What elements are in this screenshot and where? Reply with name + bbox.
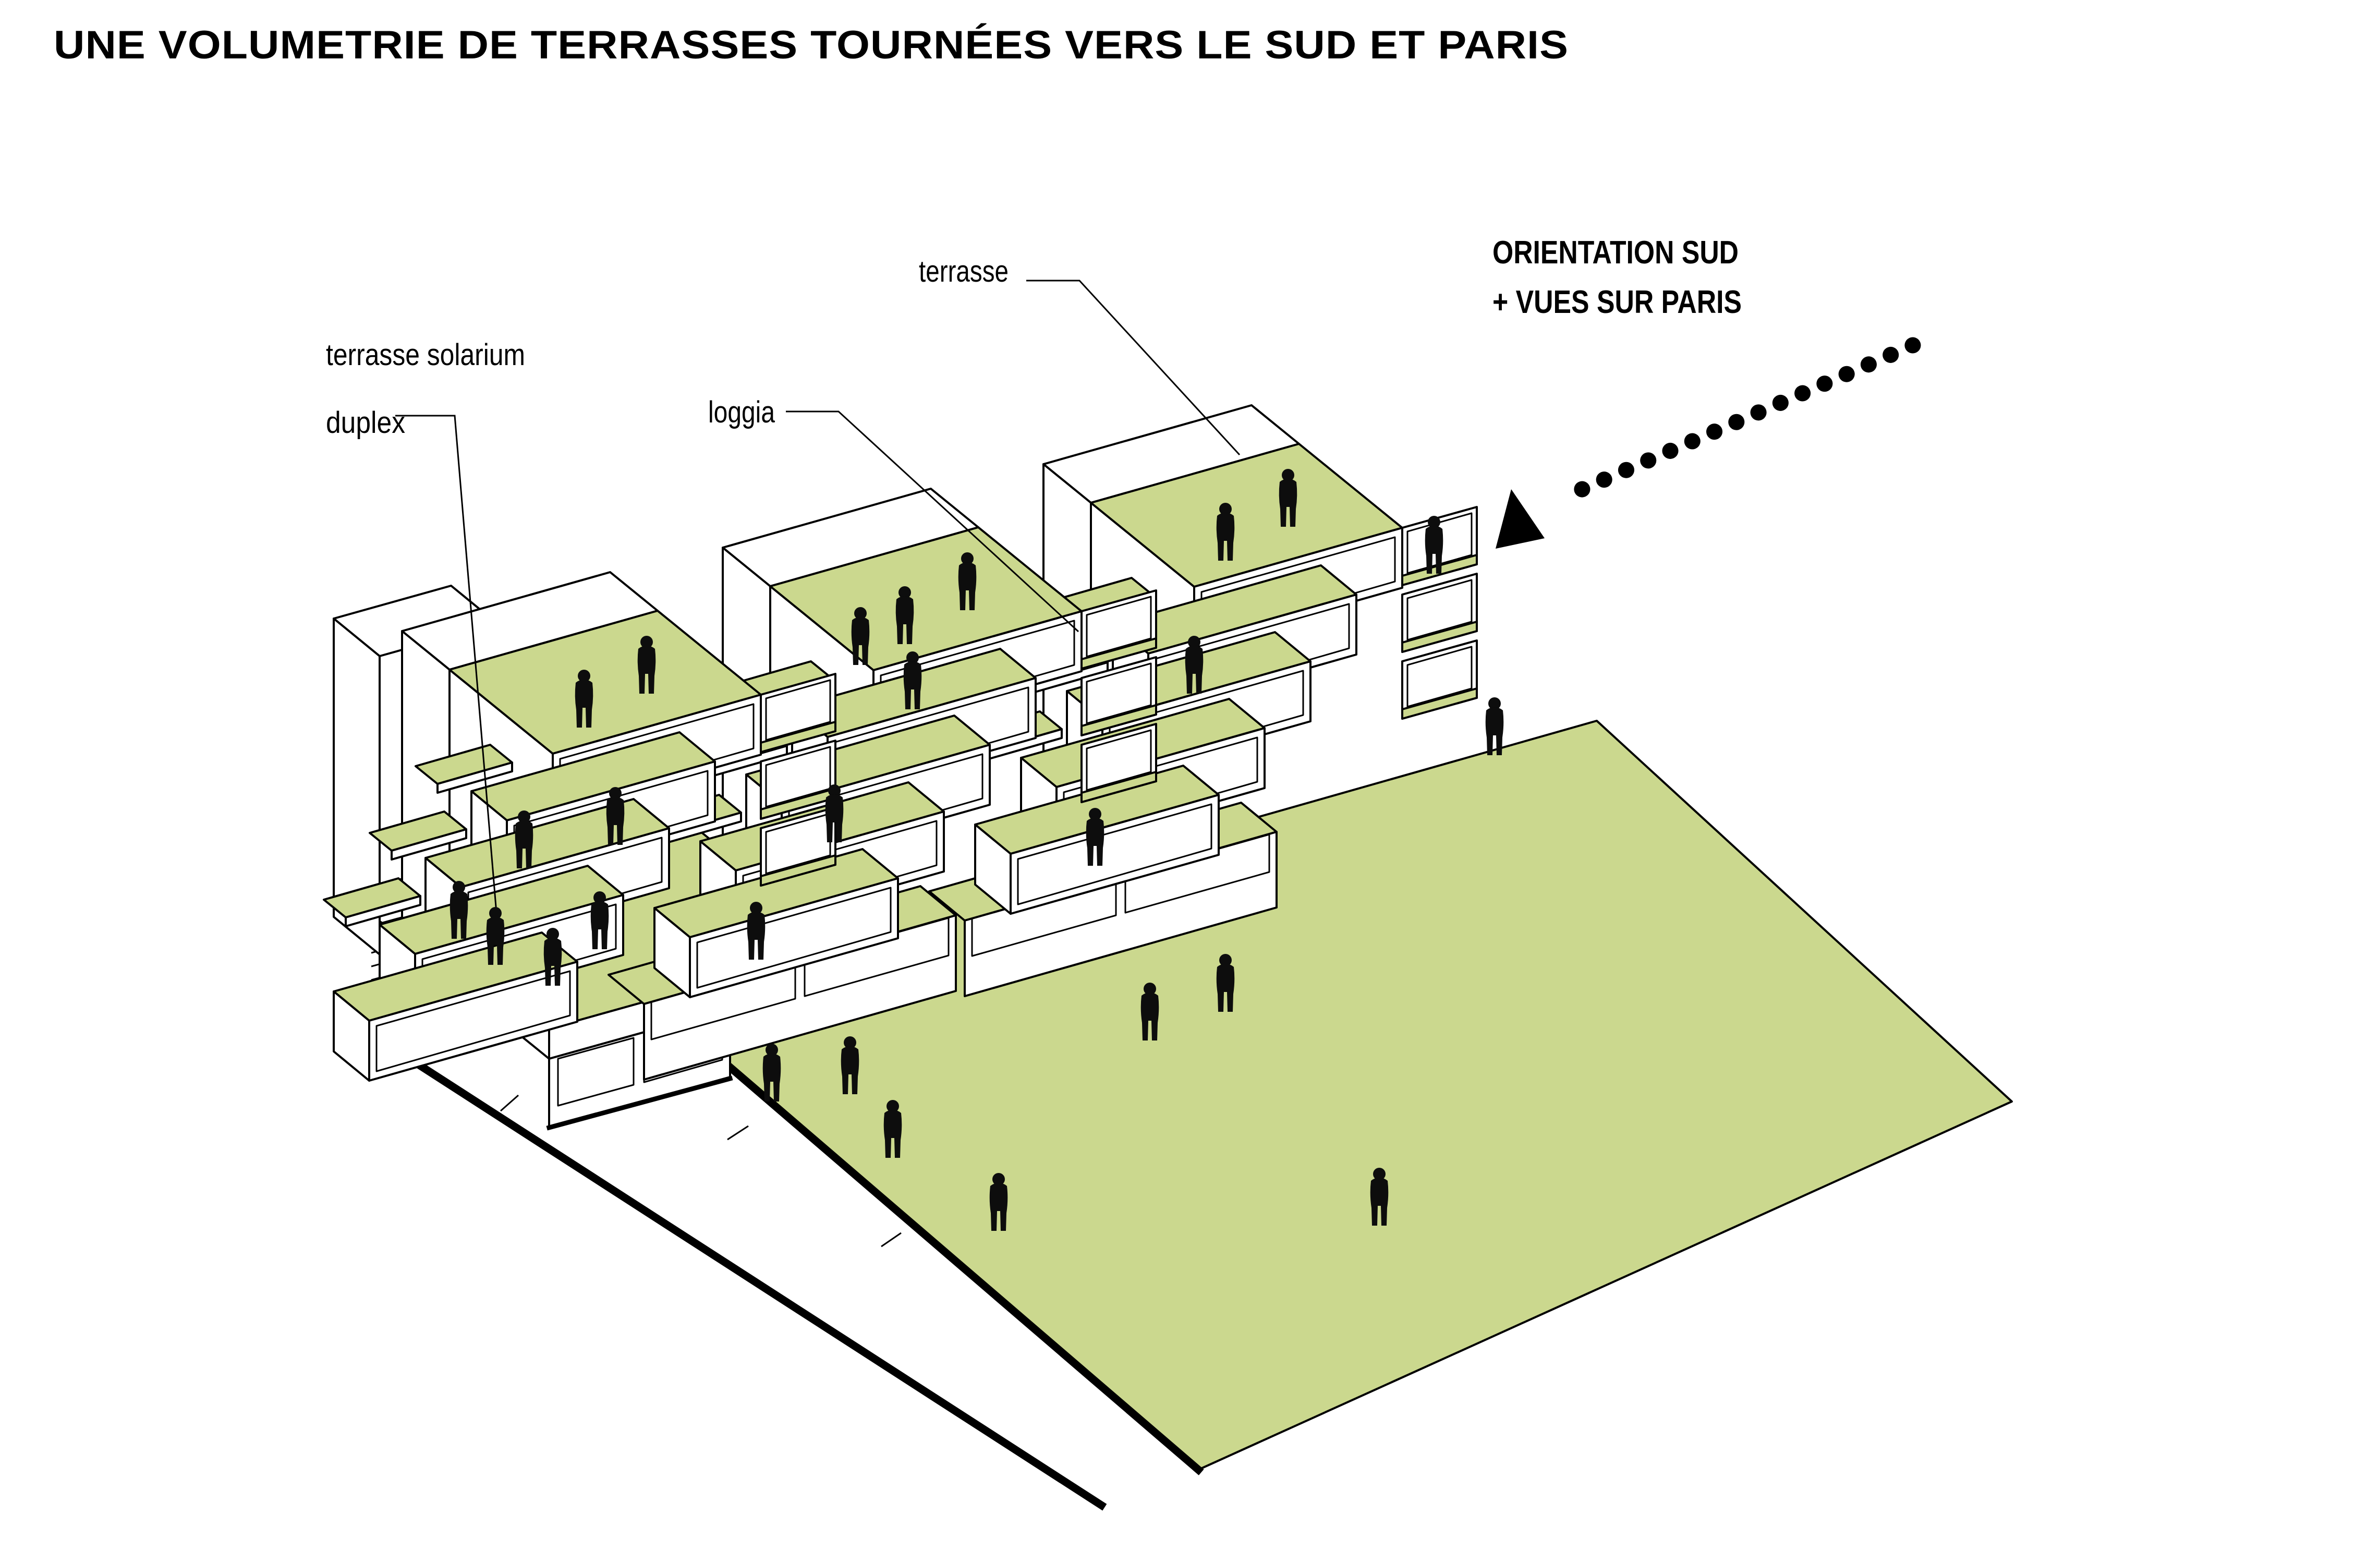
dotted-arrow-line — [1553, 337, 1921, 506]
podium-cut-edge — [546, 1075, 733, 1131]
terrace-label: terrasse — [919, 255, 1009, 288]
orientation-label-line1: ORIENTATION SUD — [1492, 235, 1739, 271]
solarium-label-line2: duplex — [326, 406, 405, 440]
solarium-label-line1: terrasse solarium — [326, 338, 525, 372]
terrace-leader-line — [1026, 280, 1241, 456]
solarium-leader-line — [395, 415, 498, 919]
orientation-arrow — [1496, 337, 1921, 549]
arrowhead-icon — [1496, 489, 1545, 549]
site-boundary-inner-line — [637, 986, 1204, 1475]
loggia-label: loggia — [708, 395, 775, 429]
loggia-leader-line — [786, 410, 1079, 633]
orientation-label-line2: + VUES SUR PARIS — [1492, 284, 1742, 320]
survey-tick-marks — [500, 1094, 902, 1248]
person-figure — [1485, 697, 1504, 755]
garage-door-frame — [557, 1037, 635, 1107]
leader-lines — [395, 280, 1241, 919]
page-title: UNE VOLUMETRIE DE TERRASSES TOURNÉES VER… — [54, 23, 1569, 67]
